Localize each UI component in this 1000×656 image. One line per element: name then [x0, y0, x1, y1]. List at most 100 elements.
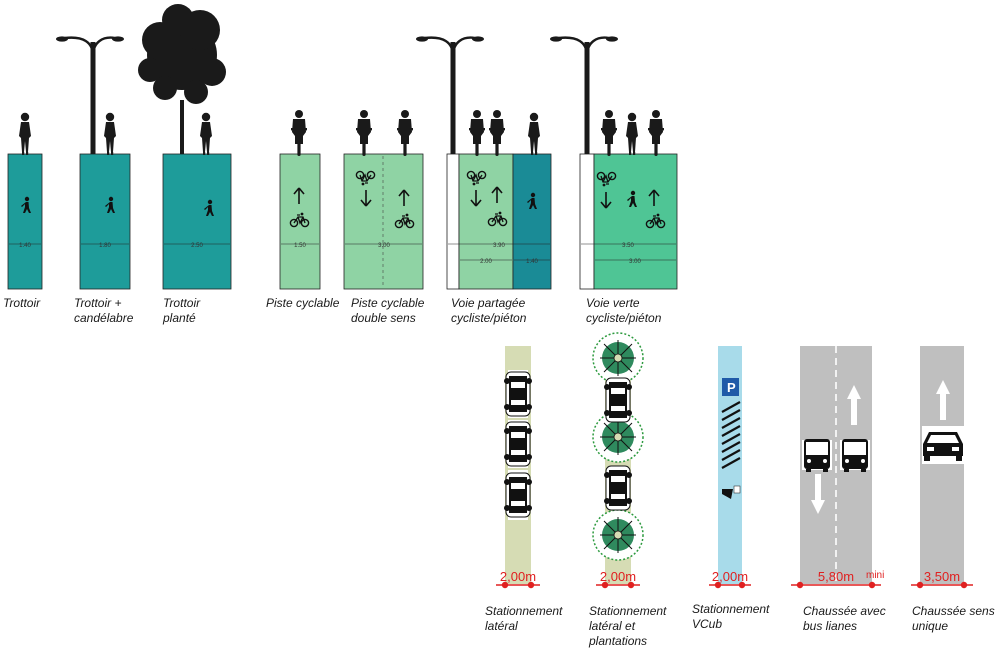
dimension-markers: 2,00m 2,00m 2,00m 5,80m mini 3,50m	[496, 569, 973, 589]
caption-line: Chaussée avec	[803, 604, 886, 618]
tree-icon	[592, 332, 644, 384]
profile-trottoir-plante: 2.50	[138, 4, 232, 290]
plan-chaussee-sens-unique	[920, 346, 964, 584]
width-label: 2.50	[191, 243, 203, 249]
caption-line: Trottoir +	[74, 296, 122, 310]
plan-stationnement-vcub: P	[718, 346, 742, 584]
pedestrian-silhouette-icon	[200, 112, 212, 155]
caption-line: latéral	[485, 619, 518, 633]
caption-trottoir: Trottoir	[3, 296, 40, 311]
caption-line: Trottoir	[163, 296, 201, 310]
caption-line: VCub	[692, 617, 723, 631]
width-label: 3.90	[493, 243, 505, 249]
caption-stationnement-lateral: Stationnement latéral	[485, 604, 562, 634]
cyclist-silhouette-icon	[648, 110, 664, 156]
profile-trottoir: 1.40	[7, 112, 43, 290]
dimension-marker: 5,80m mini	[791, 569, 884, 589]
cyclist-silhouette-icon	[489, 110, 505, 156]
caption-line: plantations	[589, 634, 648, 648]
dimension-marker: 2,00m	[709, 569, 751, 589]
caption-line: Stationnement	[485, 604, 563, 618]
pedestrian-silhouette-icon	[626, 112, 638, 155]
dimension-label: 5,80m	[818, 569, 854, 584]
dimension-label: 2,00m	[600, 569, 636, 584]
dimension-marker: 2,00m	[496, 569, 540, 589]
caption-voie-partagee: Voie partagée cycliste/piéton	[451, 296, 526, 326]
caption-line: planté	[163, 311, 196, 325]
sub-width-label: 2.00	[480, 259, 492, 265]
width-label: 1.40	[19, 243, 31, 249]
sidewalk-band	[162, 153, 232, 290]
lamp-strip	[446, 153, 460, 290]
bus-icon	[842, 439, 868, 472]
parking-sign-letter: P	[727, 380, 736, 395]
caption-line: unique	[912, 619, 949, 633]
caption-line: Stationnement	[589, 604, 667, 618]
car-icon	[603, 377, 633, 423]
cyclist-silhouette-icon	[356, 110, 372, 156]
roadway	[920, 346, 964, 584]
caption-chaussee-sens-unique: Chaussée sens unique	[912, 604, 995, 634]
caption-trottoir-plante: Trottoir planté	[163, 296, 200, 326]
caption-line: Trottoir	[3, 296, 41, 310]
caption-piste-double-sens: Piste cyclable double sens	[351, 296, 424, 326]
pedestrian-silhouette-icon	[19, 112, 31, 155]
width-label: 1.50	[294, 243, 306, 249]
dimension-label: 3,50m	[924, 569, 960, 584]
caption-voie-verte: Voie verte cycliste/piéton	[586, 296, 661, 326]
cyclist-silhouette-icon	[291, 110, 307, 156]
tree-icon	[138, 4, 226, 154]
profile-trottoir-candelabre: 1.80	[54, 35, 131, 290]
width-label: 3.00	[378, 243, 390, 249]
bicycle-rack-icon	[721, 401, 741, 469]
profile-voie-verte: 3.50 3.00	[548, 35, 678, 290]
caption-line: Voie partagée	[451, 296, 526, 310]
dimension-label: 2,00m	[500, 569, 536, 584]
profile-piste-cyclable: 1.50	[279, 110, 321, 290]
plan-stationnement-lateral	[503, 346, 533, 584]
pedestrian-silhouette-icon	[104, 112, 116, 155]
parking-sign-icon	[722, 378, 739, 396]
caption-line: Chaussée sens	[912, 604, 995, 618]
caption-line: Piste cyclable	[351, 296, 425, 310]
profile-voie-partagee: 3.90 2.00 1.40	[414, 35, 552, 290]
caption-stationnement-vcub: Stationnement VCub	[692, 602, 769, 632]
sub-width-label: 3.00	[629, 259, 641, 265]
cyclist-silhouette-icon	[397, 110, 413, 156]
dimension-label: 2,00m	[712, 569, 748, 584]
sidewalk-band	[512, 153, 552, 290]
dimension-note: mini	[866, 570, 884, 581]
car-icon	[503, 421, 533, 467]
pedestrian-silhouette-icon	[528, 112, 540, 155]
caption-trottoir-candelabre: Trottoir + candélabre	[74, 296, 133, 326]
tree-icon	[592, 509, 644, 561]
sub-width-label: 1.40	[526, 259, 538, 265]
cyclist-silhouette-icon	[601, 110, 617, 156]
vcub-terminal-icon	[722, 485, 741, 499]
caption-line: double sens	[351, 311, 416, 325]
plan-chaussee-bus	[800, 346, 872, 584]
plan-stationnement-plantations	[592, 332, 644, 584]
caption-line: latéral et	[589, 619, 636, 633]
caption-line: cycliste/piéton	[586, 311, 662, 325]
caption-line: Piste cyclable	[266, 296, 340, 310]
caption-line: bus lianes	[803, 619, 858, 633]
width-label: 1.80	[99, 243, 111, 249]
caption-line: Voie verte	[586, 296, 640, 310]
caption-line: Stationnement	[692, 602, 770, 616]
caption-line: candélabre	[74, 311, 134, 325]
car-icon	[503, 371, 533, 417]
car-icon	[503, 472, 533, 518]
caption-chaussee-bus: Chaussée avec bus lianes	[803, 604, 886, 634]
sidewalk-band	[7, 153, 43, 290]
caption-stationnement-plantations: Stationnement latéral et plantations	[589, 604, 666, 649]
caption-piste-cyclable: Piste cyclable	[266, 296, 339, 311]
caption-line: cycliste/piéton	[451, 311, 527, 325]
cyclist-silhouette-icon	[469, 110, 485, 156]
dimension-marker: 2,00m	[596, 569, 640, 589]
lamp-strip	[579, 153, 595, 290]
dimension-marker: 3,50m	[911, 569, 973, 589]
profile-piste-cyclable-double-sens: 3.00	[343, 110, 424, 290]
bus-icon	[804, 439, 830, 472]
